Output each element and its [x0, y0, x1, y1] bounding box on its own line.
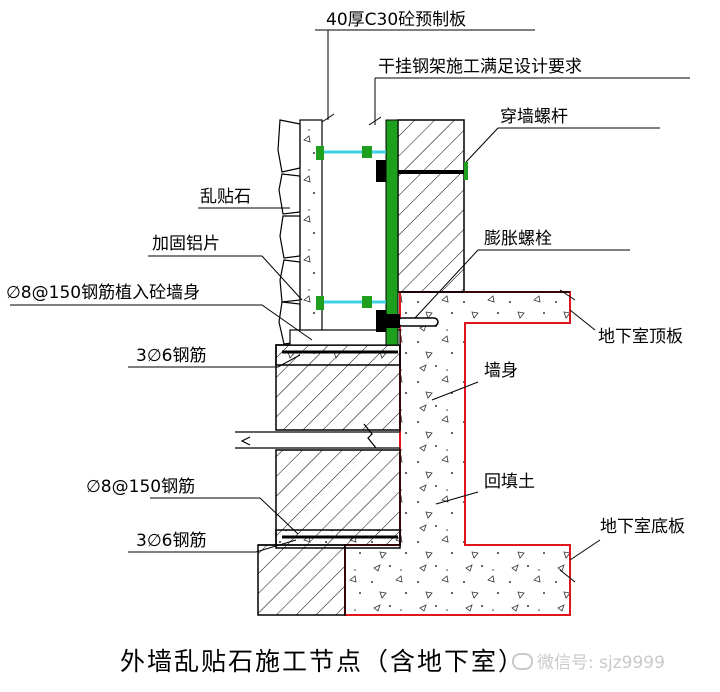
upper-concrete-wall	[397, 119, 465, 293]
rebar-beam-bottom	[275, 529, 401, 549]
stone-base-course	[289, 329, 401, 346]
tick-marks	[321, 113, 382, 126]
label-rebar-8at150: ∅8@150钢筋	[86, 477, 196, 497]
watermark-text: 微信号: sjz9999	[537, 653, 665, 673]
label-rebar-embed: ∅8@150钢筋植入砼墙身	[6, 283, 201, 303]
label-base-slab: 地下室底板	[600, 517, 685, 537]
label-expansion-bolt: 膨胀螺栓	[484, 229, 552, 249]
label-precast-slab: 40厚C30砼预制板	[326, 10, 467, 30]
watermark: 微信号: sjz9999	[512, 648, 665, 673]
through-wall-bolt	[398, 162, 468, 180]
label-roof-slab: 地下室顶板	[598, 327, 683, 347]
wechat-icon	[512, 653, 533, 670]
label-rebar-3phi6-top: 3∅6钢筋	[136, 346, 207, 366]
label-backfill: 回填土	[484, 472, 535, 492]
aluminum-bracket-bottom	[316, 296, 386, 332]
aluminum-bracket-top	[316, 146, 386, 182]
leader-lines	[10, 29, 690, 561]
drawing-title: 外墙乱贴石施工节点（含地下室）	[120, 647, 526, 676]
label-rebar-3phi6-bottom: 3∅6钢筋	[136, 531, 207, 551]
break-line	[235, 423, 400, 449]
label-through-bolt: 穿墙螺杆	[500, 107, 568, 127]
rebar-beam-top	[275, 344, 401, 366]
steel-frame-column	[385, 119, 399, 346]
label-random-stone: 乱贴石	[200, 187, 251, 207]
retaining-wall	[257, 344, 401, 616]
label-aluminum-piece: 加固铝片	[152, 234, 220, 254]
label-steel-frame: 干挂钢架施工满足设计要求	[378, 57, 582, 77]
random-stone-facing	[277, 119, 301, 345]
expansion-bolt	[386, 314, 439, 328]
basement-base-slab	[559, 569, 576, 583]
label-wall-body: 墙身	[484, 361, 518, 381]
